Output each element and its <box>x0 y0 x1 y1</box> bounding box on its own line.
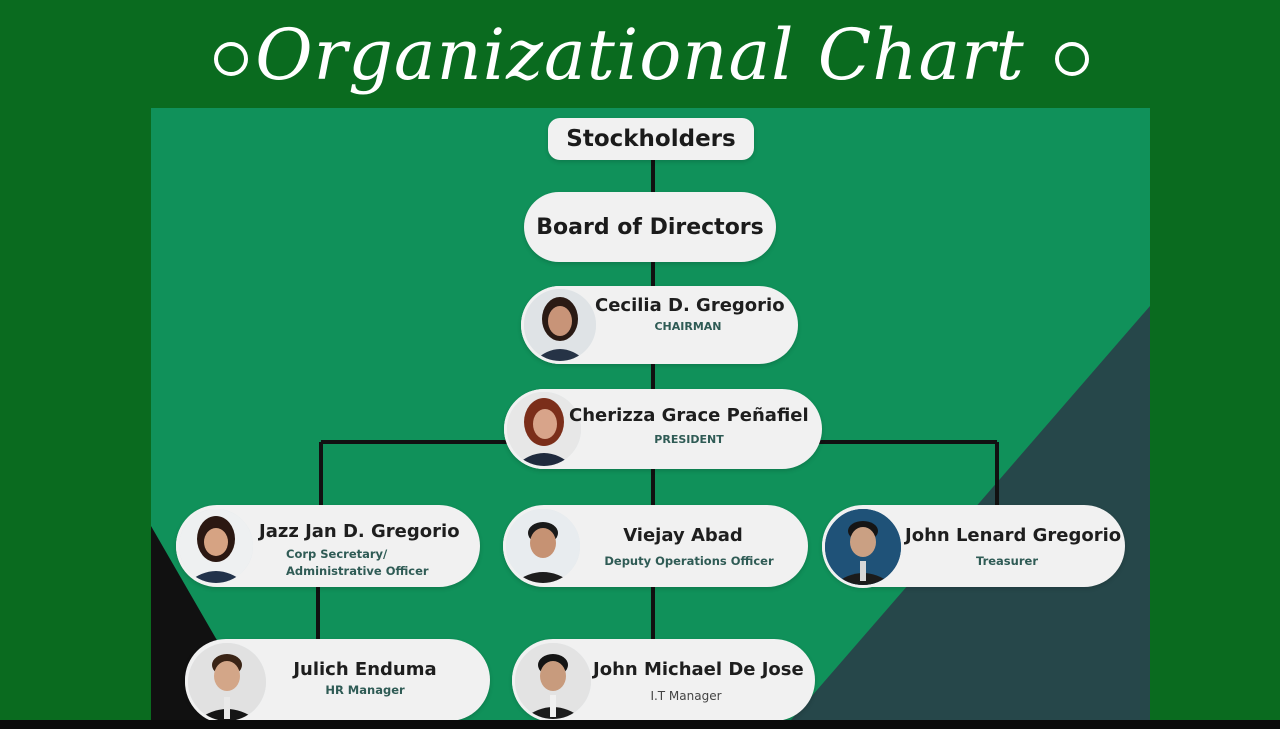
president-role: PRESIDENT <box>654 433 724 446</box>
stockholders-node: Stockholders <box>548 118 754 160</box>
board-of-directors-node: Board of Directors <box>524 192 776 262</box>
corp-secretary-name: Jazz Jan D. Gregorio <box>259 521 460 542</box>
person-photo-icon <box>515 643 591 719</box>
treasurer-role: Treasurer <box>976 554 1038 568</box>
chairman-name: Cecilia D. Gregorio <box>595 295 785 316</box>
corp-secretary-node: Jazz Jan D. Gregorio Corp Secretary/ Adm… <box>176 505 480 587</box>
deputy-role: Deputy Operations Officer <box>604 554 774 568</box>
president-node: Cherizza Grace Peñafiel PRESIDENT <box>504 389 822 469</box>
hr-manager-node: Julich Enduma HR Manager <box>185 639 490 720</box>
hr-manager-name: Julich Enduma <box>293 659 437 680</box>
corp-secretary-avatar <box>176 506 256 586</box>
chairman-role: CHAIRMAN <box>654 320 722 333</box>
it-manager-name: John Michael De Jose <box>593 659 804 680</box>
chairman-node: Cecilia D. Gregorio CHAIRMAN <box>521 286 798 364</box>
it-manager-role: I.T Manager <box>650 689 722 703</box>
chairman-avatar <box>521 286 599 364</box>
deputy-name: Viejay Abad <box>623 525 743 546</box>
treasurer-avatar <box>822 506 904 588</box>
title-banner: Organizational Chart <box>0 0 1280 108</box>
person-photo-icon <box>188 643 266 720</box>
person-photo-icon <box>179 509 253 583</box>
stockholders-label: Stockholders <box>566 126 736 152</box>
treasurer-node: John Lenard Gregorio Treasurer <box>822 505 1125 588</box>
page-title: Organizational Chart <box>255 14 1025 96</box>
org-chart-panel: Stockholders Board of Directors Cecilia … <box>151 108 1150 720</box>
corp-secretary-role-line1: Corp Secretary/ <box>286 547 388 561</box>
person-photo-icon <box>825 509 901 585</box>
deputy-avatar <box>503 506 583 586</box>
deputy-operations-officer-node: Viejay Abad Deputy Operations Officer <box>503 505 808 587</box>
bottom-bar <box>0 720 1280 729</box>
hr-manager-role: HR Manager <box>325 683 405 697</box>
president-avatar <box>504 389 584 469</box>
board-of-directors-label: Board of Directors <box>536 214 764 240</box>
person-photo-icon <box>507 392 581 466</box>
person-photo-icon <box>506 509 580 583</box>
it-manager-node: John Michael De Jose I.T Manager <box>512 639 815 720</box>
corp-secretary-role-line2: Administrative Officer <box>286 564 429 578</box>
it-manager-avatar <box>512 640 594 720</box>
treasurer-name: John Lenard Gregorio <box>905 525 1122 546</box>
decorative-circle-left-icon <box>214 42 248 76</box>
president-name: Cherizza Grace Peñafiel <box>569 405 809 426</box>
hr-manager-avatar <box>185 640 269 720</box>
person-photo-icon <box>524 289 596 361</box>
decorative-circle-right-icon <box>1055 42 1089 76</box>
